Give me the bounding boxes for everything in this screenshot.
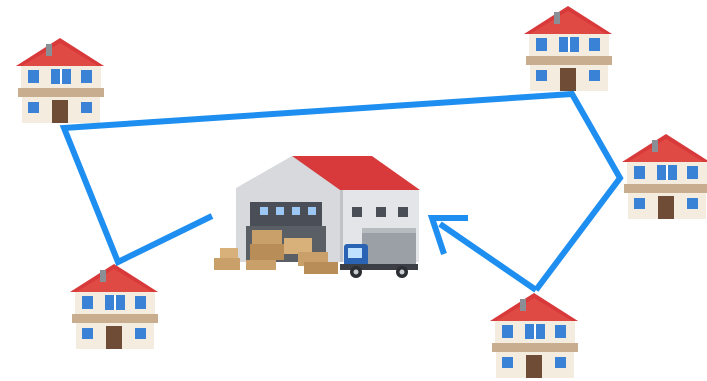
house-icon: [70, 264, 158, 349]
house-icon: [622, 134, 707, 219]
route-arrow-icon: [427, 215, 468, 255]
house-icon: [524, 6, 612, 91]
route-segment-to-warehouse: [438, 221, 538, 293]
delivery-route: [59, 90, 624, 293]
house-icon: [16, 38, 104, 123]
delivery-truck-icon: [340, 228, 418, 278]
route-line: [59, 90, 624, 292]
house-icon: [490, 293, 578, 378]
cardboard-boxes-icon: [214, 230, 338, 274]
